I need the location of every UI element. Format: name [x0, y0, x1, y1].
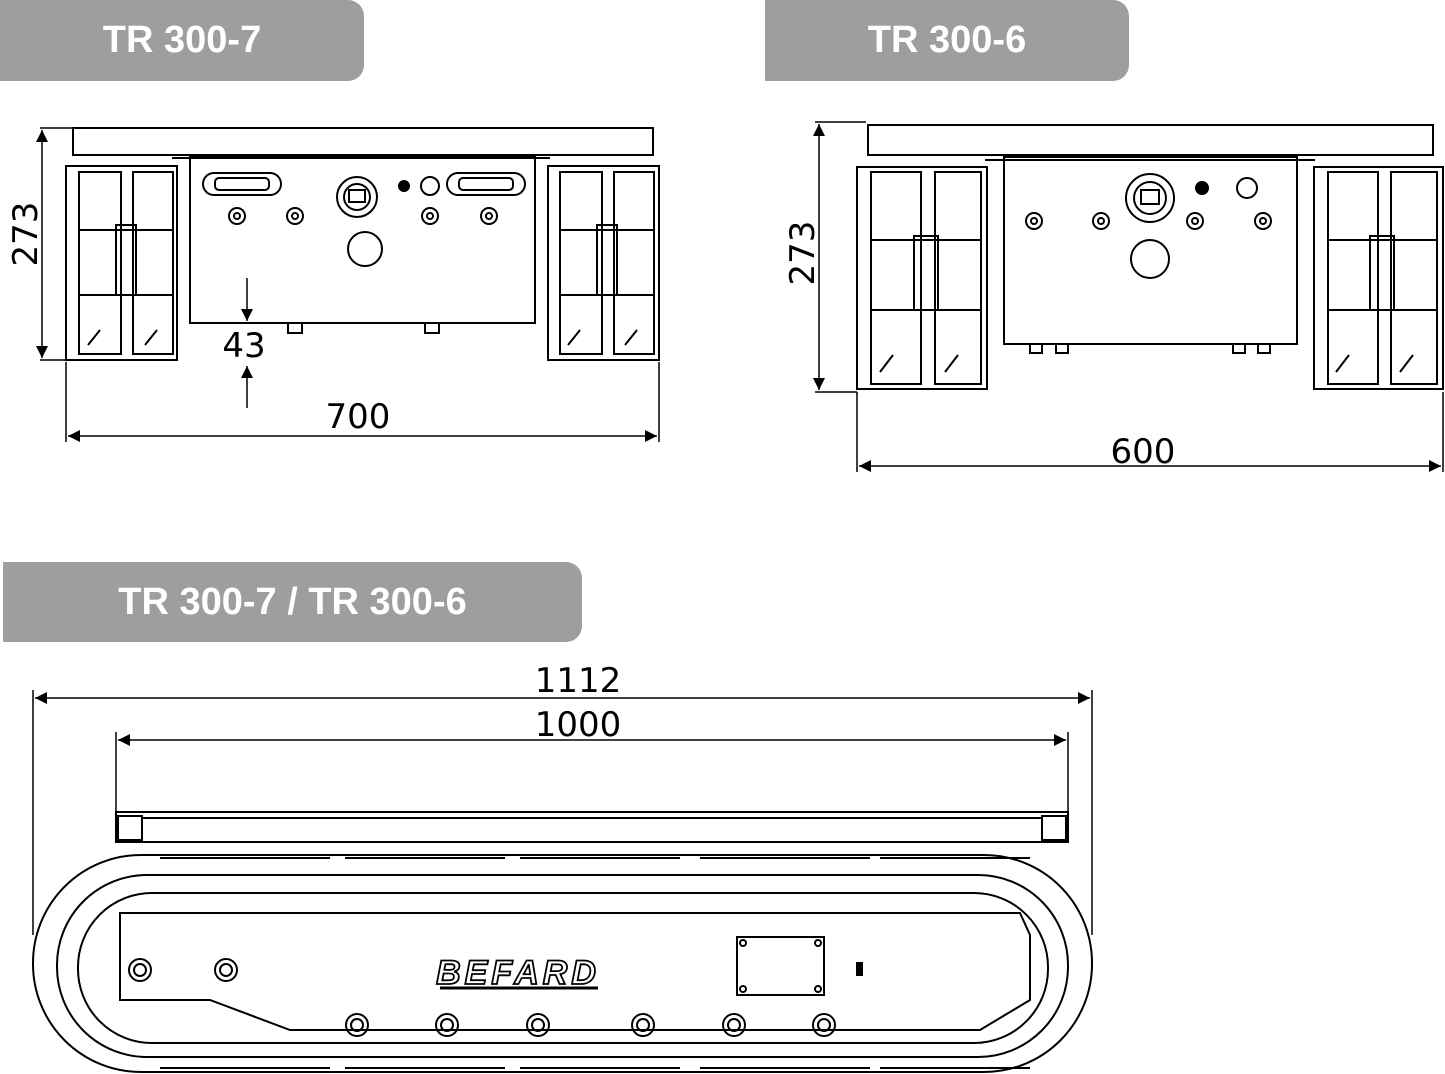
platform-plate — [72, 127, 654, 156]
header-combined: TR 300-7 / TR 300-6 — [3, 562, 582, 642]
dim-clearance-7: 43 — [222, 326, 265, 366]
track-right — [1313, 166, 1444, 390]
central-body — [189, 156, 536, 324]
header-tr300-6: TR 300-6 — [765, 0, 1129, 81]
brand-logo: BEFARD — [436, 954, 600, 992]
front-view-tr300-6 — [813, 121, 1444, 472]
header-tr300-6-label: TR 300-6 — [867, 19, 1027, 61]
header-tr300-7: TR 300-7 — [0, 0, 364, 81]
dim-width-6: 600 — [1111, 432, 1176, 472]
slot-right — [446, 172, 526, 196]
track-outline — [32, 854, 1093, 1073]
connector-icon — [336, 176, 378, 218]
dim-overall-length: 1112 — [535, 661, 622, 701]
connector-icon — [1125, 173, 1175, 223]
platform-plate — [115, 811, 1069, 843]
platform-plate — [867, 124, 1434, 156]
dim-platform-length: 1000 — [535, 705, 622, 745]
dim-height-7: 273 — [6, 202, 46, 267]
dim-height-6: 273 — [783, 221, 823, 286]
track-right — [547, 165, 660, 361]
drain-plug — [347, 231, 383, 267]
track-left — [65, 165, 178, 361]
undercarriage-body — [119, 912, 1031, 1031]
central-body — [1003, 156, 1298, 345]
dim-width-7: 700 — [326, 397, 391, 437]
side-view — [32, 690, 1093, 1073]
cover-plate — [736, 936, 825, 996]
header-combined-label: TR 300-7 / TR 300-6 — [118, 580, 467, 623]
header-tr300-7-label: TR 300-7 — [102, 19, 262, 61]
slot-left — [202, 172, 282, 196]
track-left — [856, 166, 988, 390]
front-view-tr300-7 — [36, 127, 660, 442]
drain-plug — [1130, 239, 1170, 279]
